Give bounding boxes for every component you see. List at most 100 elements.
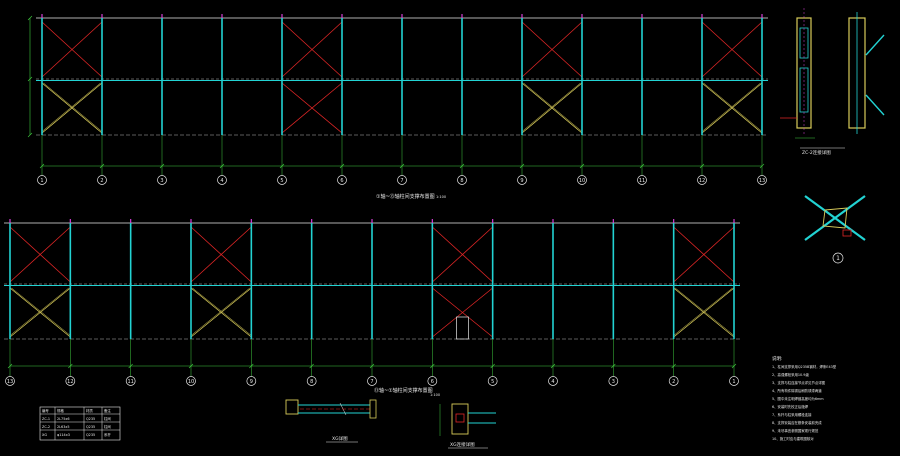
bolt-group [455, 413, 465, 423]
table-cell: Q235 [86, 425, 95, 429]
note-line: 10、施工时应与建筑图核对 [772, 436, 814, 441]
table-cell: Q235 [86, 433, 95, 437]
axis-label: 9 [250, 379, 253, 385]
dimension-tick [249, 363, 254, 369]
lower-bracing [43, 82, 103, 132]
lower-bracing [432, 287, 493, 338]
axis-label: 1 [40, 178, 43, 184]
axis-label: 10 [188, 379, 194, 385]
axis-label: 3 [160, 178, 163, 184]
lower-bracing [41, 82, 101, 132]
axis-label: 4 [220, 178, 223, 184]
axis-bubble [757, 175, 767, 185]
lower-bracing [190, 287, 252, 338]
note-line: 5、图中未注明焊缝高度均为6mm [772, 396, 824, 401]
dimension-tick [611, 363, 616, 369]
lower-bracing [11, 287, 71, 336]
axis-label: 11 [127, 379, 133, 385]
lower-bracing [192, 287, 252, 336]
axis-bubble [337, 175, 347, 185]
dimension-tick [550, 363, 556, 369]
notes-block: 说明: 1、柱间支撑采用Q235B钢材，焊条E43型 2、高强螺栓采用10.9级… [772, 355, 837, 441]
axis-label: 9 [520, 178, 523, 184]
axis-bubble [97, 175, 107, 185]
brace-member [865, 34, 885, 56]
lower-bracing [41, 82, 103, 134]
axis-label: 3 [612, 379, 615, 385]
axis-bubble [306, 376, 317, 386]
dimension-tick [699, 163, 705, 169]
dimension-tick [369, 363, 375, 369]
lower-bracing [673, 287, 733, 336]
axis-label: 7 [400, 178, 403, 184]
lower-bracing [9, 287, 71, 338]
lower-bracing [673, 287, 735, 338]
dimension-tick [490, 363, 495, 369]
axis-bubble [5, 376, 15, 386]
lower-bracing [281, 82, 343, 134]
axis-bubble [548, 376, 558, 386]
dimension-tick [519, 163, 525, 169]
dimension-tick [159, 163, 165, 169]
upper-bracing [701, 21, 763, 78]
upper-bracing [432, 226, 493, 283]
dimension-tick [27, 15, 33, 21]
note-line: 4、所有构件除锈后刷防锈漆两道 [772, 388, 822, 393]
table-cell: 2L63x5 [57, 425, 70, 429]
axis-bubble [246, 376, 257, 386]
dimension-tick [759, 163, 765, 169]
table-cell: Q235 [86, 417, 95, 421]
upper-bracing [190, 226, 252, 283]
dimension-tick [459, 163, 465, 169]
axis-bubble [157, 175, 167, 185]
dimension-tick [68, 363, 73, 369]
table-cell: ZC-1 [42, 417, 50, 421]
dimension-tick [279, 163, 285, 169]
brace-member [865, 94, 885, 116]
gusset-plate [822, 207, 848, 229]
axis-bubble [186, 376, 196, 386]
end-plate [369, 399, 377, 419]
table-header: 规格 [57, 408, 64, 413]
axis-label: 2 [672, 379, 675, 385]
note-line: 3、支撑与柱连接节点详见节点详图 [772, 380, 826, 385]
upper-bracing [9, 226, 71, 283]
axis-bubble [637, 175, 647, 185]
detail-top-right [780, 8, 885, 149]
dimension-tick [128, 363, 133, 369]
node-detail [804, 195, 866, 264]
dimension-tick [579, 163, 585, 169]
axis-label: 7 [370, 379, 373, 385]
connection-plate [451, 403, 469, 435]
table-cell: 系杆 [104, 432, 111, 437]
axis-bubble [277, 175, 287, 185]
dimension-tick [671, 363, 676, 369]
table-header: 编号 [42, 408, 49, 413]
brace-member [804, 195, 866, 241]
lower-bracing [675, 287, 735, 336]
dimension-tick [27, 76, 33, 82]
axis-label: 8 [460, 178, 463, 184]
axis-bubble [65, 376, 76, 386]
axis-bubble [487, 376, 498, 386]
dimension-tick [639, 163, 645, 169]
dimension-tick [399, 163, 405, 169]
lower-bracing [523, 82, 583, 132]
axis-label: 6 [431, 379, 434, 385]
detail-bottom-mid [439, 403, 496, 449]
axis-bubble [697, 175, 707, 185]
axis-bubble [517, 175, 527, 185]
note-line: 9、未尽事宜参照国家现行规范 [772, 428, 819, 433]
dimension-tick [309, 363, 314, 369]
note-line: 8、支撑安装应在檩条安装前完成 [772, 420, 822, 425]
notes-heading: 说明: [772, 355, 783, 362]
elevation-top-title: ①轴~⑬轴柱间支撑布置图 [376, 193, 435, 200]
axis-label: 1 [732, 379, 735, 385]
note-line: 1、柱间支撑采用Q235B钢材，焊条E43型 [772, 364, 837, 369]
detail-bottom-mid-title: XG连接详图 [450, 441, 475, 448]
lower-bracing [9, 287, 69, 336]
table-cell: φ114x3 [57, 433, 70, 437]
